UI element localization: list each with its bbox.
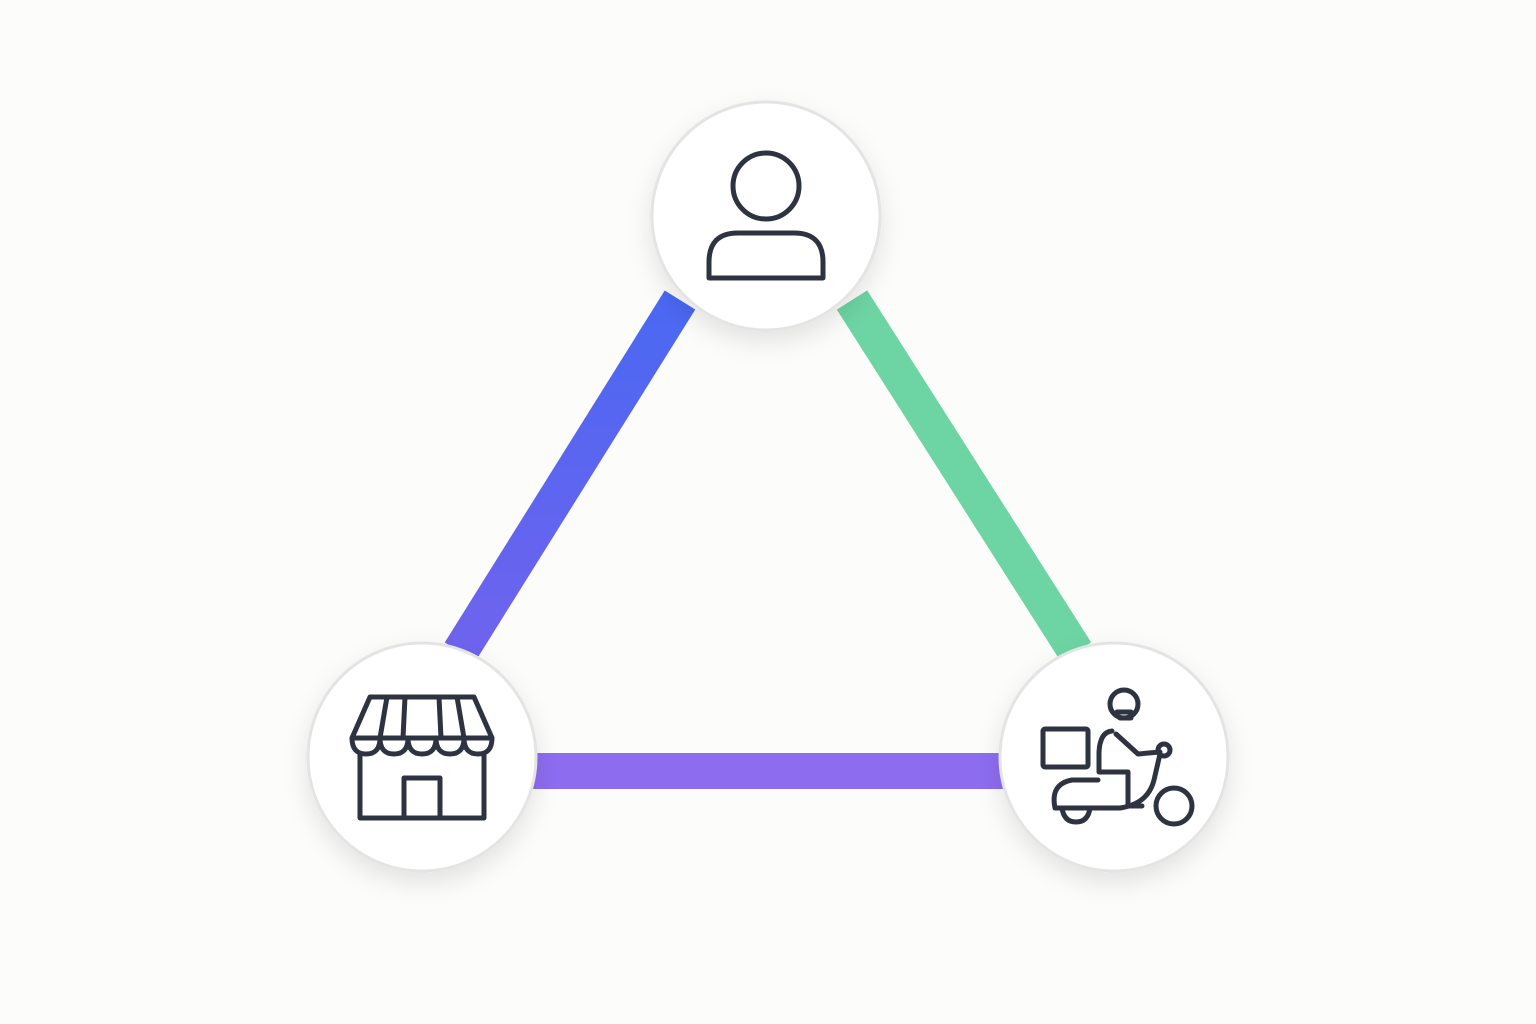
storefront-icon: [349, 694, 495, 821]
node-customer[interactable]: [650, 100, 882, 332]
delivery-scooter-icon: [1040, 687, 1195, 827]
user-icon: [706, 150, 826, 281]
node-courier[interactable]: [998, 641, 1230, 873]
edge-customer-courier: [836, 290, 1092, 662]
node-store[interactable]: [306, 641, 538, 873]
edge-customer-store: [444, 290, 696, 662]
